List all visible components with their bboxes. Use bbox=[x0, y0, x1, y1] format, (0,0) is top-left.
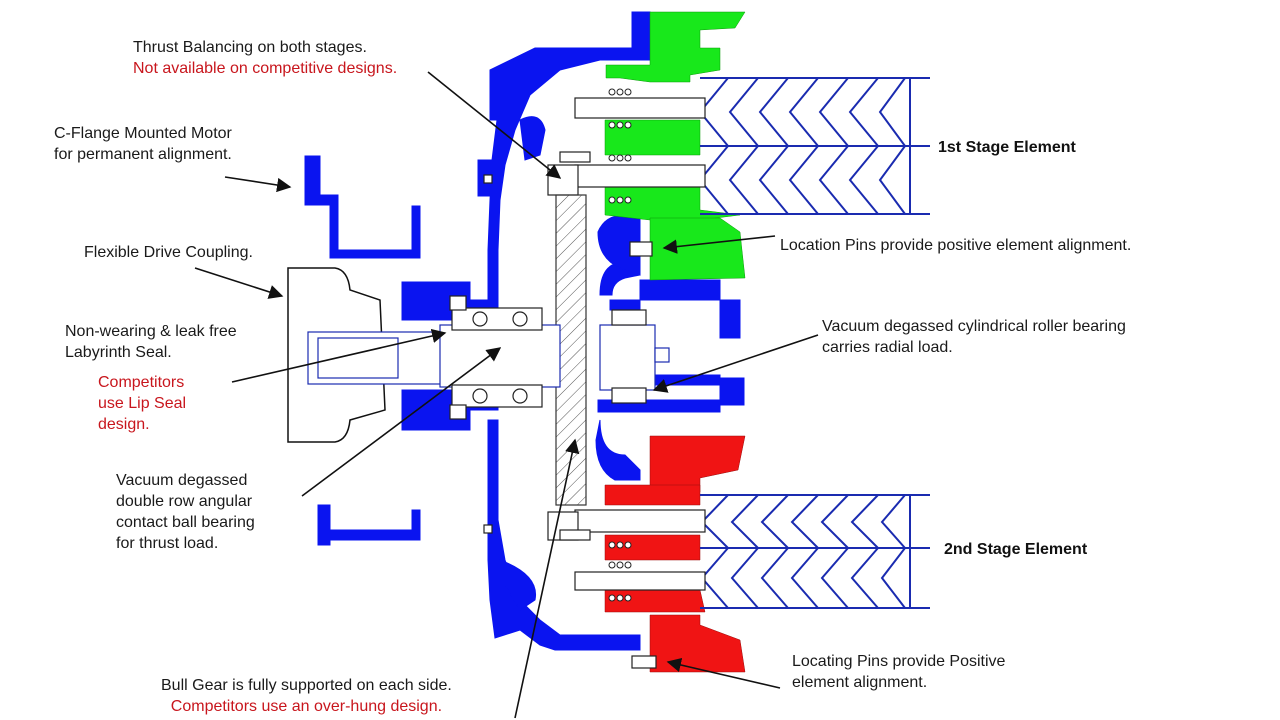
seal-label: Non-wearing & leak free Labyrinth Seal. bbox=[65, 321, 237, 363]
stage1-rotor bbox=[698, 77, 930, 215]
seal-competitor-line1: Competitors bbox=[98, 374, 185, 391]
coupling-label-line1: Flexible Drive Coupling. bbox=[84, 244, 253, 261]
stage2-label: 2nd Stage Element bbox=[944, 541, 1088, 558]
cflange-label: C-Flange Mounted Motor for permanent ali… bbox=[54, 123, 232, 165]
seal-label-line2: Labyrinth Seal. bbox=[65, 344, 172, 361]
leader-lines bbox=[194, 71, 819, 719]
coupling-label: Flexible Drive Coupling. bbox=[84, 242, 253, 263]
thrust-label-line1: Thrust Balancing on both stages. bbox=[133, 39, 367, 56]
locating-pins-line2: element alignment. bbox=[792, 674, 928, 691]
small-ball-bearings bbox=[608, 88, 632, 602]
thrust-label-line2: Not available on competitive designs. bbox=[133, 60, 398, 77]
cflange-label-line1: C-Flange Mounted Motor bbox=[54, 125, 232, 142]
bull-gear-label: Bull Gear is fully supported on each sid… bbox=[161, 675, 452, 717]
seal-competitor-line3: design. bbox=[98, 416, 150, 433]
roller-bearing-label: Vacuum degassed cylindrical roller beari… bbox=[822, 316, 1126, 358]
stage1-label: 1st Stage Element bbox=[938, 139, 1076, 156]
cflange-label-line2: for permanent alignment. bbox=[54, 146, 232, 163]
stage-shafts bbox=[547, 97, 706, 591]
locating-pins-label: Locating Pins provide Positive element a… bbox=[792, 651, 1005, 693]
ball-bearing-line1: Vacuum degassed bbox=[116, 472, 248, 489]
stage1-casing bbox=[604, 11, 746, 281]
bull-gear-line2: Competitors use an over-hung design. bbox=[170, 698, 443, 715]
seal-label-line1: Non-wearing & leak free bbox=[65, 323, 237, 340]
ball-bearing-line3: contact ball bearing bbox=[116, 514, 255, 531]
main-shaft bbox=[307, 324, 670, 391]
thrust-label: Thrust Balancing on both stages. Not ava… bbox=[133, 37, 397, 79]
roller-bearing-line2: carries radial load. bbox=[822, 339, 953, 356]
roller-bearing-line1: Vacuum degassed cylindrical roller beari… bbox=[822, 318, 1126, 335]
bull-gear-line1: Bull Gear is fully supported on each sid… bbox=[161, 677, 452, 694]
locating-pins-line1: Locating Pins provide Positive bbox=[792, 653, 1006, 670]
main-housing bbox=[304, 11, 745, 651]
ball-bearing-label: Vacuum degassed double row angular conta… bbox=[116, 470, 255, 554]
stage2-rotor bbox=[700, 494, 930, 609]
seal-competitor-line2: use Lip Seal bbox=[98, 395, 187, 412]
location-pins-label: Location Pins provide positive element a… bbox=[780, 237, 1132, 254]
shaft-bearings bbox=[449, 174, 657, 669]
seal-competitor-note: Competitors use Lip Seal design. bbox=[98, 372, 186, 435]
ball-bearing-line2: double row angular bbox=[116, 493, 253, 510]
ball-bearing-line4: for thrust load. bbox=[116, 535, 219, 552]
